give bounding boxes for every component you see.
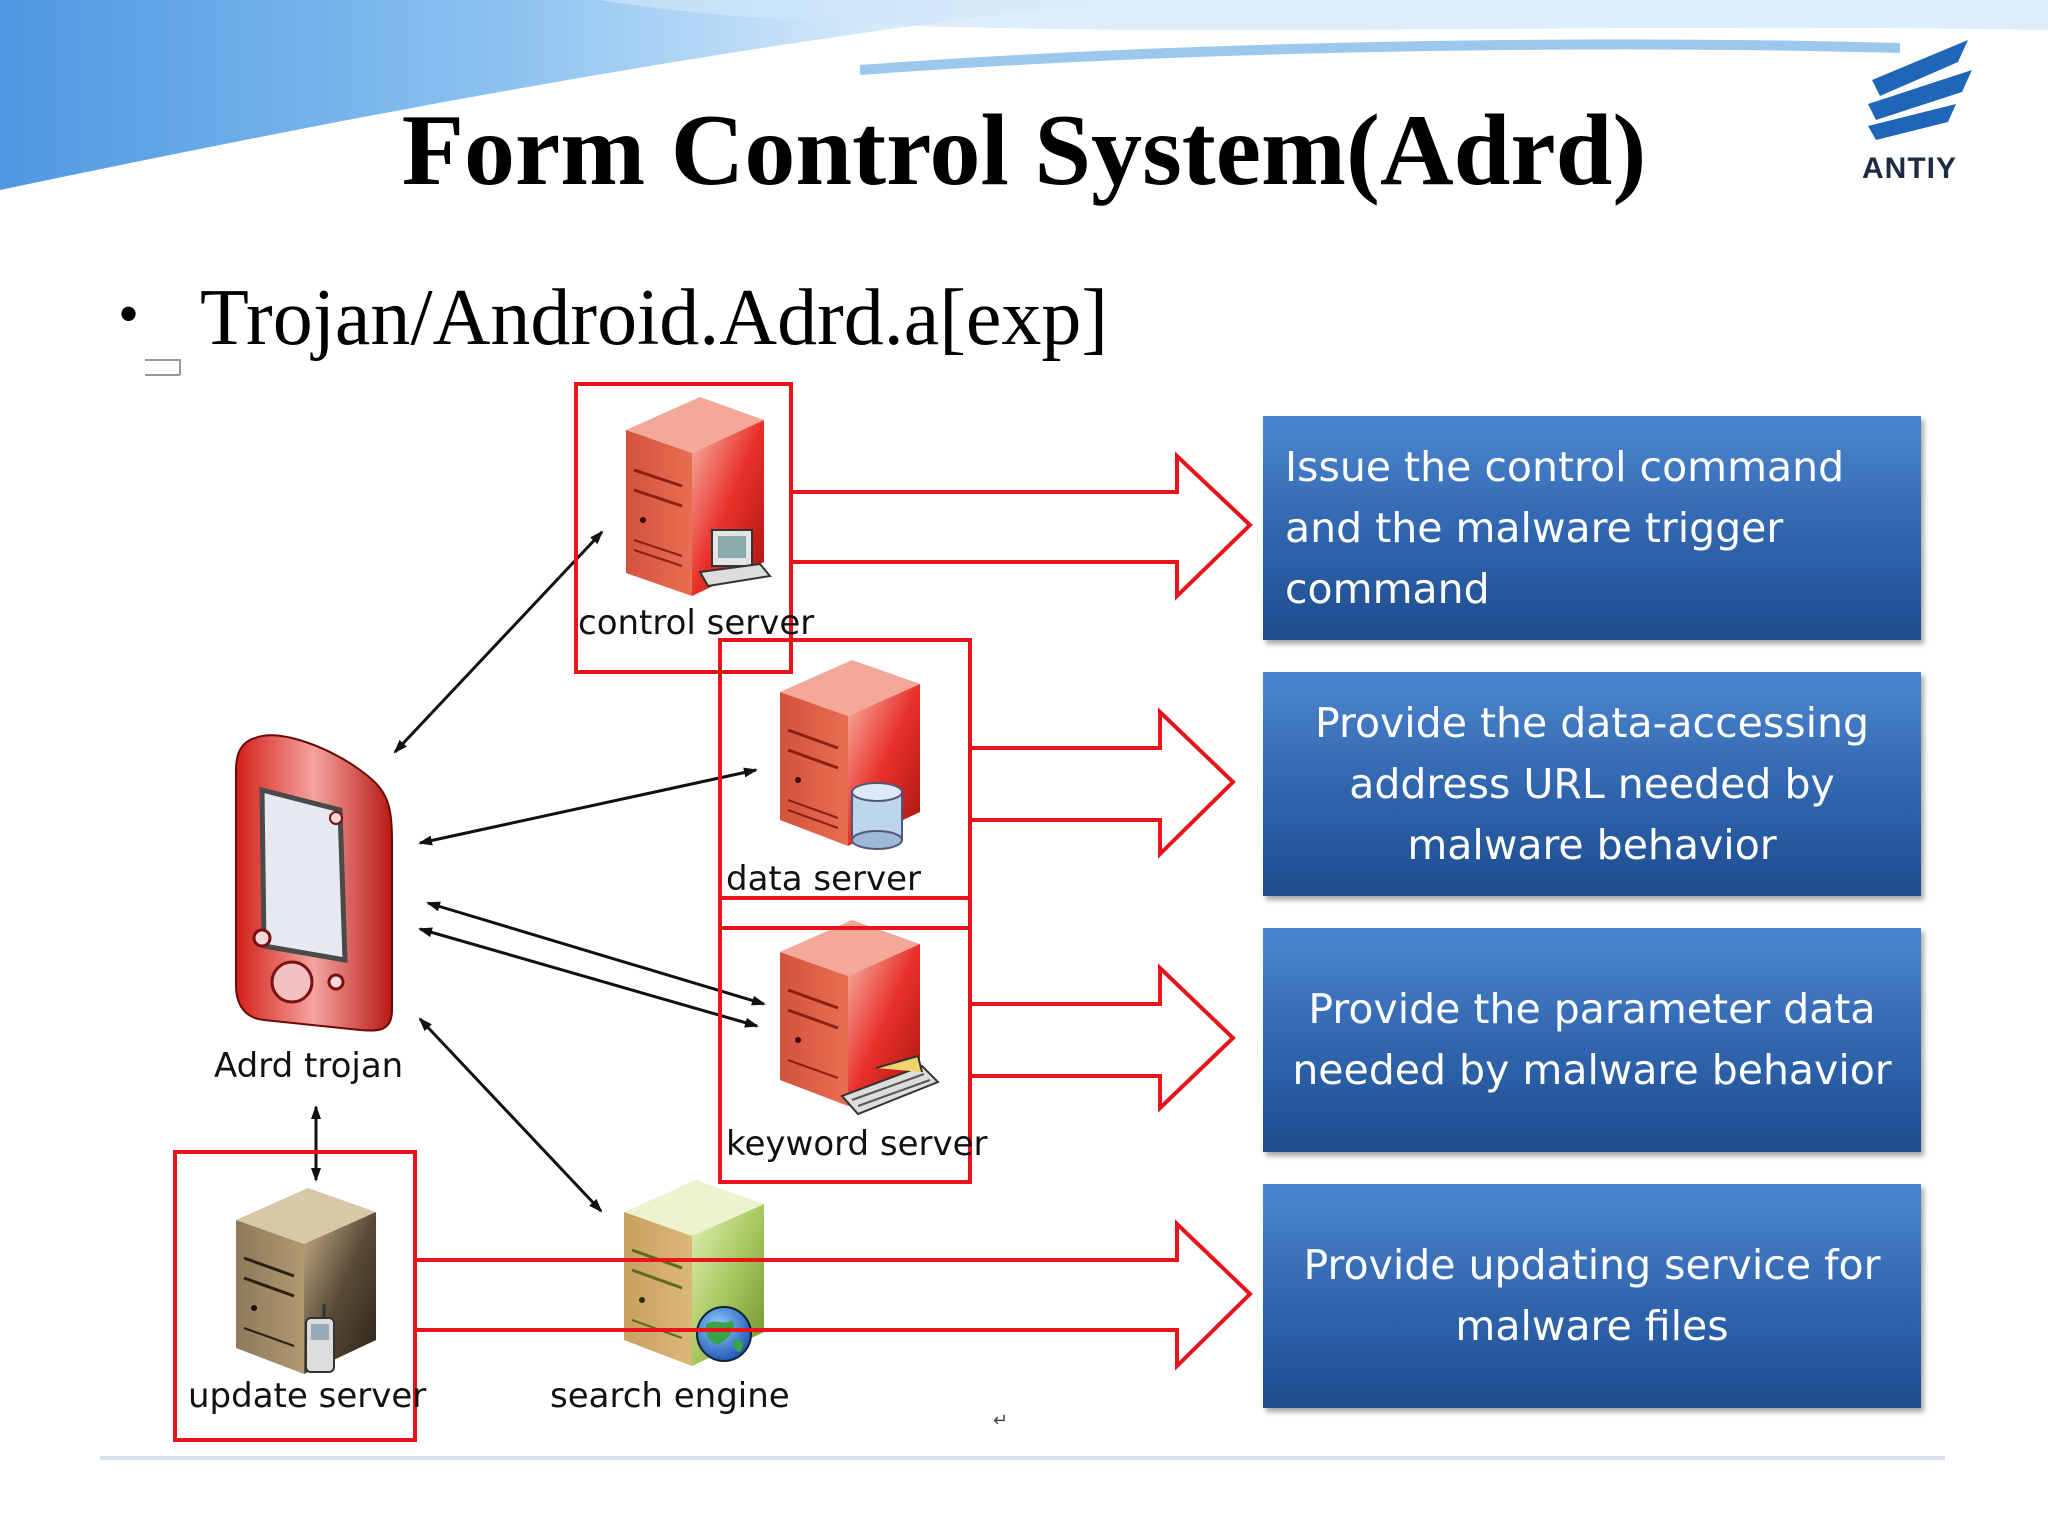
arrow-trojan-keyword-1: [426, 901, 766, 1006]
globe-icon: [696, 1306, 752, 1362]
slide-title: Form Control System(Adrd): [401, 94, 1647, 207]
keyword-server-frame: [718, 896, 972, 1184]
info-box-data-text: Provide the data-accessing address URL n…: [1314, 698, 1869, 869]
info-box-control-text: Issue the control command and the malwar…: [1285, 442, 1845, 613]
arrow-trojan-control: [393, 530, 604, 754]
mobile-phone-icon: [305, 1304, 335, 1373]
info-box-keyword-text: Provide the parameter data needed by mal…: [1292, 985, 1892, 1094]
info-box-keyword: Provide the parameter data needed by mal…: [1263, 928, 1921, 1152]
update-server-arrow: [415, 1219, 1253, 1371]
data-server-label: data server: [726, 859, 922, 899]
phone-icon: [235, 734, 393, 1032]
keyword-server-label: keyword server: [726, 1124, 988, 1164]
computer-icon: [698, 529, 772, 588]
control-server-label: control server: [578, 603, 815, 643]
bullet-dot: •: [118, 281, 140, 347]
database-icon: [851, 782, 903, 850]
antiy-logo-icon: [1868, 40, 1972, 140]
search-engine-label: search engine: [550, 1376, 790, 1416]
keyboard-icon: [840, 1054, 940, 1116]
header-swoosh-line: [859, 39, 1901, 75]
bullet-text: Trojan/Android.Adrd.a[exp]: [200, 274, 1109, 362]
adrd-trojan-label: Adrd trojan: [214, 1046, 404, 1086]
info-box-update: Provide updating service for malware fil…: [1263, 1184, 1921, 1408]
return-glyph: ↵: [993, 1410, 1009, 1430]
antiy-logo-text: ANTIY: [1862, 152, 1957, 185]
data-server-arrow: [970, 707, 1236, 859]
data-server-frame: [718, 638, 972, 930]
info-box-update-text: Provide updating service for malware fil…: [1303, 1241, 1881, 1350]
corner-mark: [145, 359, 181, 376]
control-server-frame: [574, 382, 793, 674]
update-server-frame: [173, 1150, 417, 1442]
connectors: [311, 530, 766, 1213]
highlight-group: [173, 382, 1253, 1442]
arrow-trojan-data: [418, 767, 758, 846]
header-swoosh: [0, 0, 1120, 190]
header-swoosh-light: [0, 0, 2048, 30]
control-server-arrow: [791, 451, 1253, 601]
arrow-trojan-search: [418, 1017, 603, 1213]
info-box-data: Provide the data-accessing address URL n…: [1263, 672, 1921, 896]
keyword-server-arrow: [970, 963, 1236, 1113]
update-server-label: update server: [188, 1376, 427, 1416]
info-box-control: Issue the control command and the malwar…: [1263, 416, 1921, 640]
arrow-trojan-keyword-2: [418, 927, 759, 1028]
